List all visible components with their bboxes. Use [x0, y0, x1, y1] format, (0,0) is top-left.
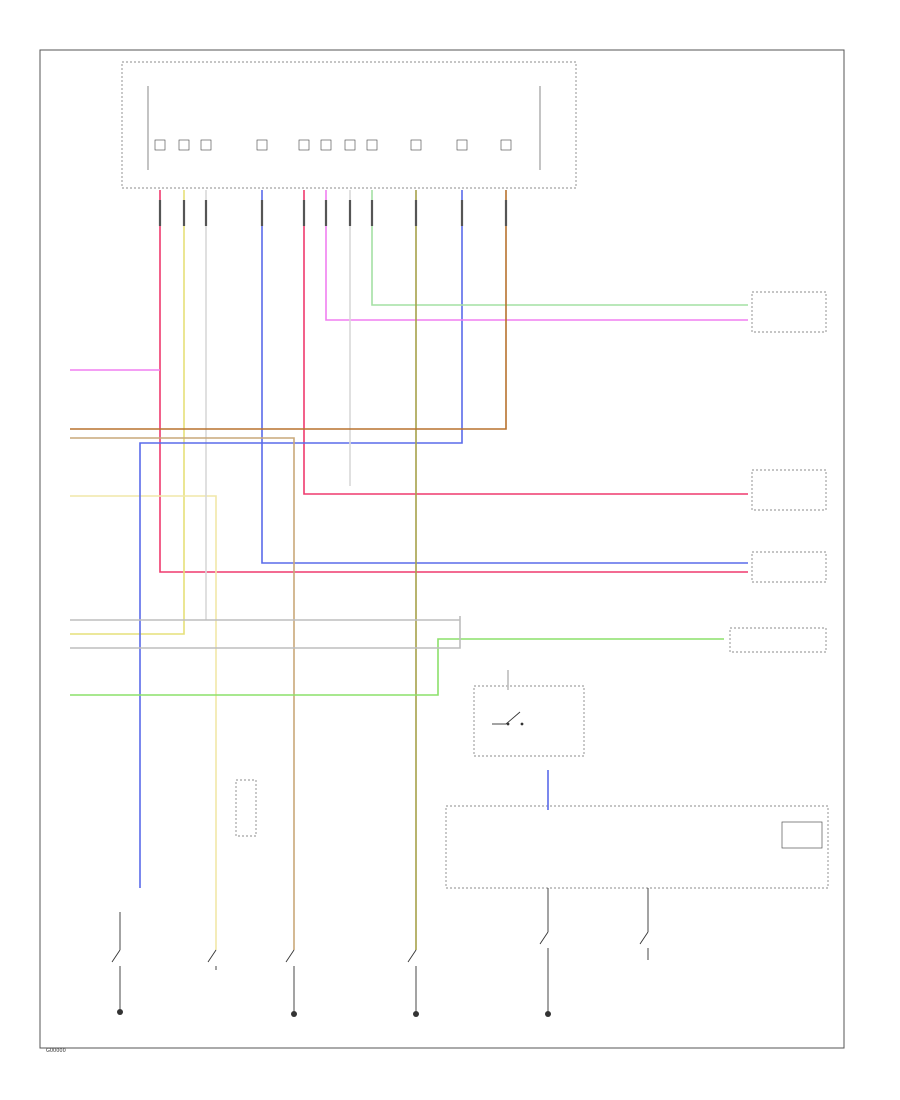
wire-w-green-2 — [70, 638, 724, 696]
diagram-frame — [39, 49, 845, 1049]
wire-w-green-1 — [371, 190, 748, 306]
wire-w-lightyellow-1 — [70, 495, 217, 950]
top-module — [121, 61, 577, 189]
module-right-3 — [751, 551, 827, 583]
lower-module-block — [781, 821, 823, 849]
switch-1 — [111, 912, 123, 1015]
lower-control-module — [445, 805, 829, 889]
connector-pin-8 — [410, 139, 422, 151]
connector-pin-3 — [256, 139, 268, 151]
connector-pin-10 — [500, 139, 512, 151]
wire-w-blue-1 — [261, 190, 748, 564]
connector-pin-2 — [200, 139, 212, 151]
connector-pin-1 — [178, 139, 190, 151]
wire-w-pink-1 — [325, 190, 748, 321]
sensor-box-left — [235, 779, 257, 837]
switch-6 — [639, 888, 649, 960]
pin-layer — [154, 139, 512, 226]
switch-module — [473, 685, 585, 757]
connector-pin-0 — [154, 139, 166, 151]
wire-w-brown-1 — [70, 190, 507, 430]
connector-pin-6 — [344, 139, 356, 151]
switch-3 — [285, 949, 297, 1017]
connector-pin-4 — [298, 139, 310, 151]
switch-module-contact — [492, 711, 524, 726]
switch-5 — [539, 888, 551, 1017]
connector-pin-5 — [320, 139, 332, 151]
wire-w-red-1 — [159, 190, 748, 573]
switch-2 — [207, 949, 217, 970]
switch-4 — [407, 949, 419, 1017]
wire-w-blue-2 — [139, 190, 463, 888]
module-right-1 — [751, 291, 827, 333]
connector-pin-7 — [366, 139, 378, 151]
wire-layer — [70, 190, 748, 950]
connector-pin-9 — [456, 139, 468, 151]
wire-w-yellow-1 — [70, 190, 185, 635]
module-right-2 — [751, 469, 827, 511]
wire-w-red-2 — [303, 190, 748, 495]
wire-w-gray-2 — [70, 616, 461, 649]
wire-w-tan-1 — [70, 437, 295, 950]
module-right-4 — [729, 627, 827, 653]
footer-code: G00000 — [46, 1048, 66, 1054]
